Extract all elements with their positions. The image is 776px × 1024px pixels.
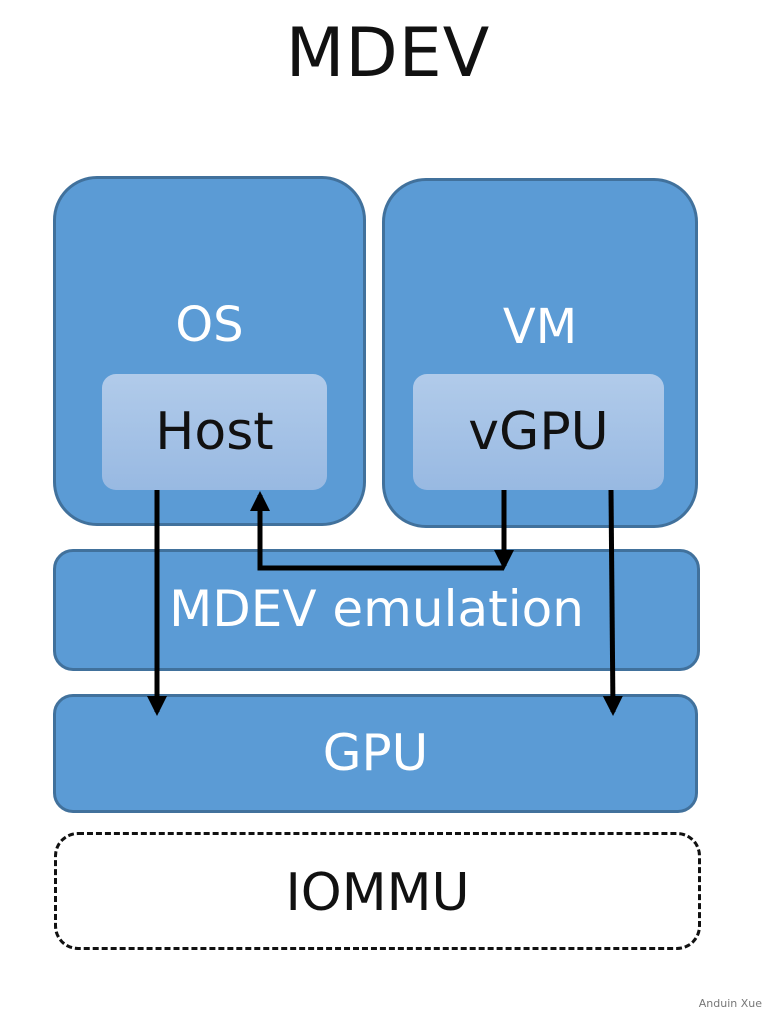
- gpu-box: GPU: [53, 694, 698, 813]
- os-label: OS: [175, 297, 244, 353]
- vm-label: VM: [502, 299, 578, 355]
- mdev-emulation-box: MDEV emulation: [53, 549, 700, 671]
- iommu-label: IOMMU: [285, 863, 470, 923]
- gpu-label: GPU: [322, 724, 429, 782]
- vgpu-box: vGPU: [413, 374, 664, 490]
- diagram-title: MDEV: [285, 14, 491, 93]
- watermark: Anduin Xue: [698, 997, 762, 1010]
- iommu-box: IOMMU: [54, 832, 701, 950]
- mdev-emulation-label: MDEV emulation: [169, 580, 584, 638]
- host-box: Host: [102, 374, 327, 490]
